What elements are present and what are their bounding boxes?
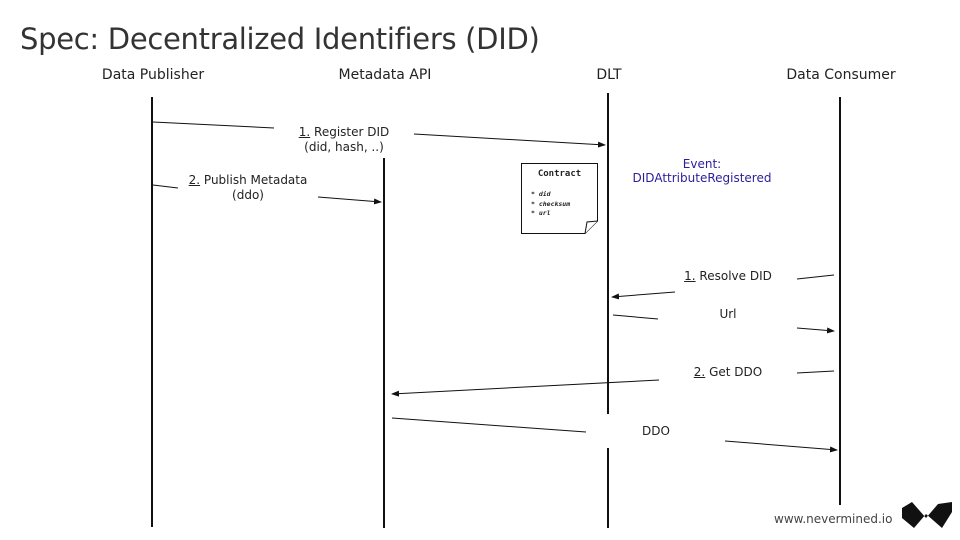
lifeline-dlt-lower	[607, 448, 609, 528]
message-number: 2.	[188, 173, 201, 187]
message-detail: (ddo)	[232, 188, 264, 202]
message-url: Url	[719, 307, 736, 322]
message-label: Resolve DID	[699, 269, 772, 283]
publish-metadata-line-start	[152, 184, 179, 189]
event-name: DIDAttributeRegistered	[632, 171, 772, 185]
contract-field-url: * url	[531, 209, 551, 217]
message-label: Publish Metadata	[203, 173, 308, 187]
url-arrow	[796, 327, 835, 334]
publish-metadata-arrow	[317, 196, 382, 205]
lifeline-data-publisher	[151, 97, 153, 527]
message-label: DDO	[642, 424, 670, 438]
register-did-line-start	[152, 121, 275, 129]
actor-data-consumer: Data Consumer	[786, 67, 896, 83]
message-label: Register DID	[314, 125, 390, 139]
message-detail: (did, hash, ..)	[304, 140, 384, 154]
contract-note: Contract * did * checksum * url	[521, 163, 598, 234]
event-label: Event: DIDAttributeRegistered	[633, 157, 772, 185]
ddo-arrow	[724, 440, 838, 453]
url-line-start	[612, 314, 659, 320]
actor-dlt: DLT	[596, 67, 622, 83]
note-shape	[521, 163, 598, 234]
page-title: Spec: Decentralized Identifiers (DID)	[20, 22, 540, 56]
ddo-line-start	[391, 417, 587, 433]
message-label: Get DDO	[709, 365, 763, 379]
message-resolve-did: 1. Resolve DID	[684, 269, 772, 284]
footer-url: www.nevermined.io	[774, 512, 893, 526]
message-number: 2.	[693, 365, 706, 379]
nevermined-logo-icon	[902, 502, 952, 528]
register-did-arrow	[413, 133, 606, 148]
lifeline-data-consumer	[839, 97, 841, 505]
contract-field-checksum: * checksum	[531, 199, 571, 208]
actor-data-publisher: Data Publisher	[101, 67, 205, 83]
message-register-did: 1. Register DID (did, hash, ..)	[299, 125, 390, 155]
actor-metadata-api: Metadata API	[338, 67, 432, 83]
resolve-did-line-start	[796, 274, 835, 280]
message-number: 1.	[298, 125, 311, 139]
message-number: 1.	[684, 269, 696, 283]
lifeline-dlt-upper	[607, 93, 609, 414]
contract-fields: * did * checksum * url	[531, 190, 570, 219]
message-publish-metadata: 2. Publish Metadata (ddo)	[189, 173, 308, 203]
contract-field-did: * did	[531, 190, 551, 198]
event-line1: Event:	[682, 157, 722, 171]
get-ddo-line-start	[796, 370, 835, 374]
message-ddo: DDO	[642, 424, 670, 439]
resolve-did-arrow	[611, 291, 676, 300]
message-label: Url	[719, 307, 737, 321]
message-get-ddo: 2. Get DDO	[694, 365, 762, 380]
contract-title: Contract	[537, 169, 582, 179]
get-ddo-arrow	[391, 379, 660, 397]
lifeline-metadata-api	[383, 158, 385, 528]
